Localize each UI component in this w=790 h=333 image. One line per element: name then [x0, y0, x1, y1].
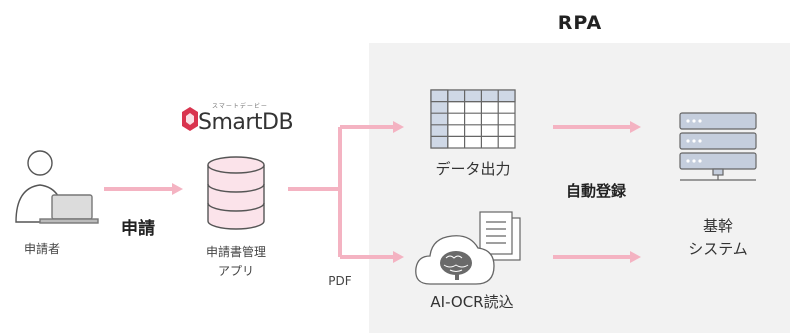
pdf-label: PDF: [328, 274, 352, 288]
arrows: [104, 121, 641, 263]
table-icon: [430, 89, 516, 149]
data-output-label: データ出力: [435, 160, 511, 178]
rpa-title: RPA: [557, 12, 603, 34]
arrow-auto-register-top: [553, 121, 641, 133]
smartdb-app-label-line2: アプリ: [217, 264, 254, 278]
smartdb-logo-text: SmartDB: [198, 110, 294, 135]
ai-ocr-label: AI-OCR読込: [430, 293, 514, 311]
document-icon: [479, 211, 521, 261]
smartdb-kana: スマートデービー: [212, 103, 268, 110]
user-laptop-icon: [15, 150, 99, 224]
auto-register-label: 自動登録: [565, 182, 626, 200]
arrow-branch: [288, 121, 404, 263]
database-icon: [207, 156, 265, 230]
request-label: 申請: [121, 219, 155, 239]
core-system-label-line2: システム: [688, 240, 748, 258]
server-icon: [679, 112, 757, 181]
arrow-auto-register-bottom: [553, 251, 641, 263]
cloud-brain-icon: [415, 235, 495, 285]
arrow-request: [104, 183, 183, 195]
core-system-label-line1: 基幹: [702, 217, 733, 235]
user-label: 申請者: [23, 242, 60, 256]
smartdb-app-label-line1: 申請書管理: [205, 245, 266, 259]
smartdb-logo-icon: [182, 107, 198, 131]
